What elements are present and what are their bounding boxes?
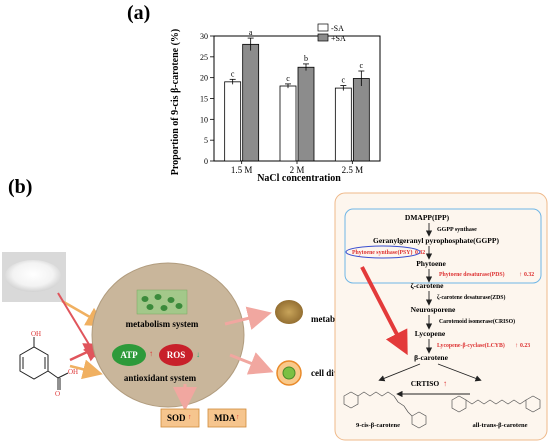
y-axis-label: Proportion of 9-cis β-carotene (%) <box>170 29 181 176</box>
lcyb-up-arrow: ↑ <box>515 342 518 349</box>
beta-carotene-node: β-carotene <box>414 353 448 362</box>
oh-group-label: OH <box>31 330 41 338</box>
y-tick-label: 15 <box>200 95 208 104</box>
salicylic-acid-structure-icon <box>19 337 69 390</box>
algae-cells-icon <box>141 294 183 311</box>
y-tick-label: 20 <box>200 74 208 83</box>
pds-up-arrow: ↑ <box>519 271 522 278</box>
panel-a-label: (a) <box>127 2 151 24</box>
arrow-to-metabolite <box>224 306 272 330</box>
psy-highlight-ring <box>345 245 421 259</box>
crtiso-up-arrow: ↑ <box>443 379 447 388</box>
atp-node <box>112 344 146 366</box>
metabolism-system-label: metabolism system <box>126 319 199 329</box>
x-tick-label: 2 M <box>290 165 305 175</box>
sod-arrow: ↑ <box>188 413 192 421</box>
pathway-highlight-box <box>344 208 542 284</box>
pds-enzyme: Phytoene desaturase(PDS) <box>439 271 505 278</box>
cell-body <box>91 262 245 408</box>
branch-arrow-right <box>437 363 482 382</box>
panel-b-label: (b) <box>8 176 33 198</box>
legend-swatch-minus-sa <box>317 23 329 32</box>
trans-beta-carotene-structure-icon <box>451 395 541 413</box>
mda-arrow: ↑ <box>236 413 240 421</box>
legend-label-plus-sa: +SA <box>331 34 346 43</box>
lcyb-fold-value: 0.23 <box>520 343 530 349</box>
arrow-to-cell-division <box>229 352 274 375</box>
metabolite-powder-icon <box>275 300 303 324</box>
zeta-carotene-node: ζ-carotene <box>411 281 445 290</box>
cis-beta-carotene-structure-icon <box>343 391 427 429</box>
antioxidant-system-label: antioxidant system <box>124 373 197 383</box>
ros-node <box>159 344 193 366</box>
legend-label-minus-sa: -SA <box>331 24 344 33</box>
cis-product-label: 9-cis-β-carotene <box>356 422 400 429</box>
ros-label: ROS <box>167 350 186 360</box>
input-arrow-top-red <box>57 292 99 360</box>
ggpp-synthase-enzyme: GGPP synthase <box>437 227 477 233</box>
significance-letter: b <box>304 54 308 63</box>
ros-down-arrow: ↓ <box>196 350 200 359</box>
x-axis-label: NaCl concentration <box>257 173 341 184</box>
powder-pile <box>5 260 61 292</box>
phytoene-node: Phytoene <box>416 259 446 268</box>
bar-chart: 0 5 10 15 20 25 30 1.5 M c a 2 M c b 2.5 M c c Proporti… <box>170 23 381 184</box>
x-tick-label: 2.5 M <box>342 165 364 175</box>
pds-fold-value: 0.32 <box>524 272 534 278</box>
y-tick-label: 25 <box>200 53 208 62</box>
sod-label: SOD <box>167 413 186 423</box>
lcyb-enzyme: Lycopene-β-cyclase(LCYB) <box>437 342 505 349</box>
cell-nucleus-icon <box>282 366 296 380</box>
significance-letter: c <box>342 76 346 85</box>
zds-enzyme: ζ-carotene desaturase(ZDS) <box>437 294 506 301</box>
legend-swatch-plus-sa <box>317 33 329 42</box>
sod-box <box>160 408 200 428</box>
atp-label: ATP <box>120 350 138 360</box>
y-tick-label: 0 <box>204 157 208 166</box>
x-tick-label: 1.5 M <box>231 165 253 175</box>
mda-label: MDA <box>214 413 236 423</box>
lycopene-node: Lycopene <box>415 329 446 338</box>
ggpp-node: Geranylgeranyl pyrophosphate(GGPP) <box>373 236 499 245</box>
o-group-label: O <box>55 390 60 398</box>
psy-up-arrow: ↑ <box>410 249 413 256</box>
significance-letter: a <box>249 28 253 37</box>
y-tick-label: 10 <box>200 115 208 124</box>
crtiso-label: CRTISO <box>411 379 440 388</box>
significance-letter: c <box>286 74 290 83</box>
significance-letter: c <box>360 61 364 70</box>
oh-acid-label: OH <box>68 368 78 376</box>
trans-product-label: all-trans-β-carotene <box>473 422 528 429</box>
branch-arrow-left <box>378 363 421 382</box>
psy-enzyme: Phytoene synthase(PSY) <box>352 249 412 256</box>
mda-box <box>207 408 247 428</box>
y-tick-label: 30 <box>200 32 208 41</box>
big-red-arrow <box>360 266 408 356</box>
input-arrow-bottom-2 <box>69 359 103 380</box>
dmapp-node: DMAPP(IPP) <box>405 213 450 222</box>
neurosporene-node: Neurosporene <box>411 305 456 314</box>
crtiso-enzyme-step: Carotenoid isomerase(CRISO) <box>439 318 515 325</box>
y-tick-label: 5 <box>204 136 208 145</box>
significance-letter: c <box>231 69 235 78</box>
atp-up-arrow: ↑ <box>149 349 153 358</box>
